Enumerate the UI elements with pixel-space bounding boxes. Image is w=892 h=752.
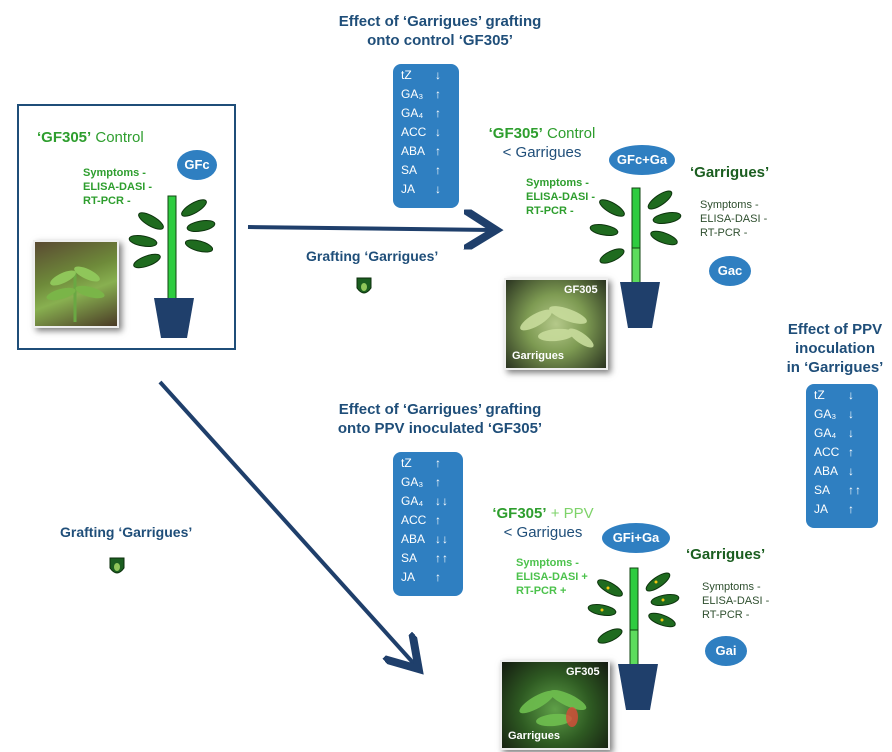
leaves-photo-icon-bottom bbox=[519, 689, 587, 727]
grafting-label-left: Grafting ‘Garrigues’ bbox=[60, 524, 193, 540]
hormone-row: GA₄↓ bbox=[814, 426, 855, 440]
hormone-row: GA₄↑ bbox=[401, 106, 442, 120]
effect-middle-title: Effect of ‘Garrigues’ grafting onto PPV … bbox=[337, 401, 543, 437]
hormone-row: tZ↓ bbox=[814, 388, 855, 402]
hormone-row: ACC↑ bbox=[814, 445, 855, 459]
pill-gfc: GFc bbox=[177, 150, 217, 180]
hormone-row: tZ↓ bbox=[401, 68, 442, 82]
diag-elisa: ELISA-DASI - bbox=[83, 181, 153, 193]
hormone-row: ABA↓↓ bbox=[401, 532, 449, 546]
hormone-box-middle: tZ↑ GA₃↑ GA₄↓↓ ACC↑ ABA↓↓ SA↑↑ JA↑ bbox=[393, 452, 463, 596]
hormone-row: ABA↓ bbox=[814, 464, 855, 478]
grafting-label-top: Grafting ‘Garrigues’ bbox=[306, 248, 439, 264]
diag-symptoms: Symptoms - bbox=[83, 167, 146, 179]
hormone-row: GA₃↓ bbox=[814, 407, 855, 421]
control-plant-photo bbox=[33, 240, 119, 328]
scion-bud-icon-left bbox=[109, 557, 125, 574]
hormone-row: SA↑↑ bbox=[401, 551, 449, 565]
bottom-grafted-plant-icon bbox=[587, 567, 680, 710]
control-plant-icon bbox=[128, 195, 216, 338]
top-grafted-photo: GF305 Garrigues bbox=[504, 278, 608, 370]
hormone-row: ABA↑ bbox=[401, 144, 442, 158]
arrow-diagonal bbox=[158, 380, 416, 666]
bottom-grafted-photo: GF305 Garrigues bbox=[500, 660, 610, 750]
pill-gfc-ga: GFc+Ga bbox=[609, 145, 675, 175]
arrow-right bbox=[247, 227, 492, 230]
pill-gac: Gac bbox=[709, 256, 751, 286]
bottom-garrigues-title: ‘Garrigues’ bbox=[686, 546, 766, 563]
hormone-row: GA₃↑ bbox=[401, 87, 442, 101]
diag-rtpcr: RT-PCR - bbox=[83, 195, 131, 207]
effect-top-title: Effect of ‘Garrigues’ grafting onto cont… bbox=[338, 13, 542, 49]
hormone-row: SA↑↑ bbox=[814, 483, 862, 497]
leaves-photo-icon bbox=[520, 306, 594, 348]
hormone-row: ACC↓ bbox=[401, 125, 442, 139]
top-garrigues-title: ‘Garrigues’ bbox=[690, 164, 770, 181]
bottom-garrigues-diagnostics: Symptoms - ELISA-DASI - RT-PCR - bbox=[702, 581, 770, 621]
hormone-box-top: tZ↓ GA₃↑ GA₄↑ ACC↓ ABA↑ SA↑ JA↓ bbox=[393, 64, 459, 208]
top-result-diagnostics: Symptoms - ELISA-DASI - RT-PCR - bbox=[526, 177, 596, 217]
scion-bud-icon bbox=[356, 277, 372, 294]
hormone-row: ACC↑ bbox=[401, 513, 442, 527]
bottom-result-diagnostics: Symptoms - ELISA-DASI + RT-PCR + bbox=[516, 557, 588, 597]
control-title: ‘GF305’ Control bbox=[37, 129, 144, 146]
hormone-row: GA₄↓↓ bbox=[401, 494, 449, 508]
hormone-row: JA↑ bbox=[401, 570, 442, 584]
control-diagnostics: Symptoms - ELISA-DASI - RT-PCR - bbox=[83, 166, 152, 208]
seedling-icon bbox=[46, 266, 105, 322]
bottom-result-title: ‘GF305’ + PPV < Garrigues bbox=[492, 505, 594, 541]
effect-right-title: Effect of PPV inoculation in ‘Garrigues’ bbox=[786, 321, 884, 376]
hormone-row: JA↑ bbox=[814, 502, 855, 516]
top-result-title: ‘GF305’ Control < Garrigues bbox=[488, 125, 596, 161]
control-panel: ‘GF305’ Control GFc Symptoms - ELISA-DAS… bbox=[17, 104, 236, 350]
hormone-row: GA₃↑ bbox=[401, 475, 442, 489]
top-garrigues-diagnostics: Symptoms - ELISA-DASI - RT-PCR - bbox=[700, 199, 768, 239]
top-grafted-plant-icon bbox=[589, 187, 682, 328]
hormone-row: tZ↑ bbox=[401, 456, 442, 470]
pill-gai: Gai bbox=[705, 636, 747, 666]
hormone-box-right: tZ↓ GA₃↓ GA₄↓ ACC↑ ABA↓ SA↑↑ JA↑ bbox=[806, 384, 878, 528]
hormone-row: JA↓ bbox=[401, 182, 442, 196]
hormone-row: SA↑ bbox=[401, 163, 442, 177]
pill-gfi-ga: GFi+Ga bbox=[602, 523, 670, 553]
